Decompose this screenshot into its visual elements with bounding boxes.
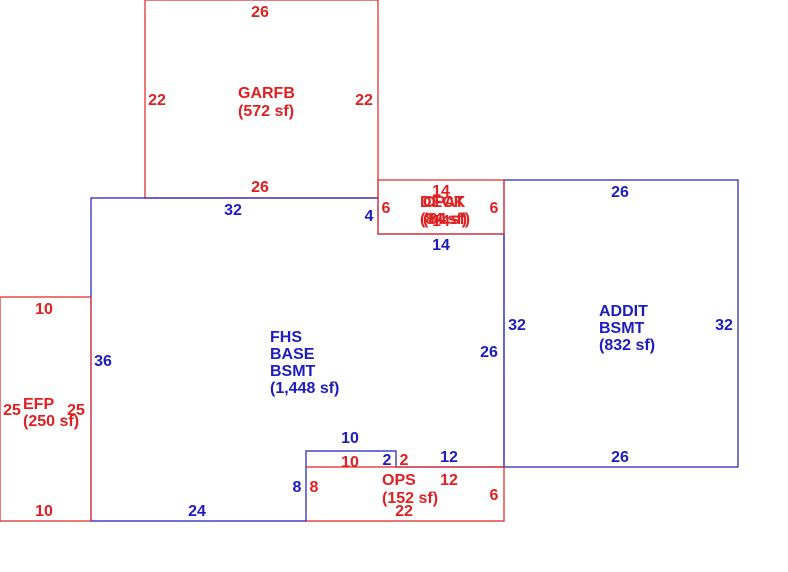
fhs-dim-bottom: 24 (188, 503, 206, 520)
fhs-dim-under-deck: 14 (432, 237, 450, 254)
fhs-dim-jog: 4 (365, 208, 374, 225)
ops-dim-bottom: 22 (395, 503, 413, 520)
addit-name: ADDIT (599, 303, 648, 320)
fhs-dim-notch-step: 2 (383, 452, 392, 469)
ops-name: OPS (382, 472, 416, 489)
garfb-dim-top: 26 (251, 4, 269, 21)
fhs-area: (1,448 sf) (270, 380, 339, 397)
garfb-name: GARFB (238, 85, 295, 102)
garfb-area: (572 sf) (238, 103, 294, 120)
ops-area: (152 sf) (382, 490, 438, 507)
garfb-dim-right: 22 (355, 92, 373, 109)
efp-outline (0, 296, 92, 522)
fhs-dim-notch-top: 10 (341, 430, 359, 447)
addit-dim-bottom: 26 (611, 449, 629, 466)
deck-area: (84 sf) (420, 211, 467, 228)
deck-dim-top: 14 (432, 183, 450, 200)
efp-dim-bottom: 10 (35, 503, 53, 520)
garfb-dim-bottom: 26 (251, 179, 269, 196)
fhs-dim-lower-right: 12 (440, 449, 458, 466)
ops-outline (306, 466, 505, 522)
efp-name: EFP (23, 396, 54, 413)
addit-dim-right: 32 (715, 317, 733, 334)
efp-area: (250 sf) (23, 413, 79, 430)
fhs-name-2: BASE (270, 346, 315, 363)
deck-dim-right: 6 (490, 200, 499, 217)
addit-name-2: BSMT (599, 320, 645, 337)
fhs-dim-left: 36 (94, 353, 112, 370)
ops-dim-top: 10 (341, 454, 359, 471)
garfb-dim-left: 22 (148, 92, 166, 109)
addit-outline (503, 179, 739, 468)
fhs-dim-notch-side: 8 (293, 479, 302, 496)
deck-name: DECK (420, 194, 466, 211)
cpat-name: CPAT (423, 194, 464, 211)
efp-dim-top: 10 (35, 301, 53, 318)
addit-dim-left: 32 (508, 317, 526, 334)
addit-dim-top: 26 (611, 184, 629, 201)
fhs-dim-right: 26 (480, 344, 498, 361)
cpat-area: (84 sf) (423, 211, 470, 228)
ops-dim-right-top: 12 (440, 472, 458, 489)
fhs-name-3: BSMT (270, 363, 316, 380)
ops-dim-right: 6 (490, 487, 499, 504)
fhs-name: FHS (270, 329, 302, 346)
ops-dim-step: 2 (400, 452, 409, 469)
efp-dim-left: 25 (3, 402, 21, 419)
deck-dim-left: 6 (382, 200, 391, 217)
ops-dim-left: 8 (310, 479, 319, 496)
deck-outline (377, 179, 505, 235)
fhs-dim-top: 32 (224, 202, 242, 219)
deck-dim-bottom: 14 (432, 213, 450, 230)
addit-area: (832 sf) (599, 337, 655, 354)
efp-dim-right: 25 (67, 402, 85, 419)
